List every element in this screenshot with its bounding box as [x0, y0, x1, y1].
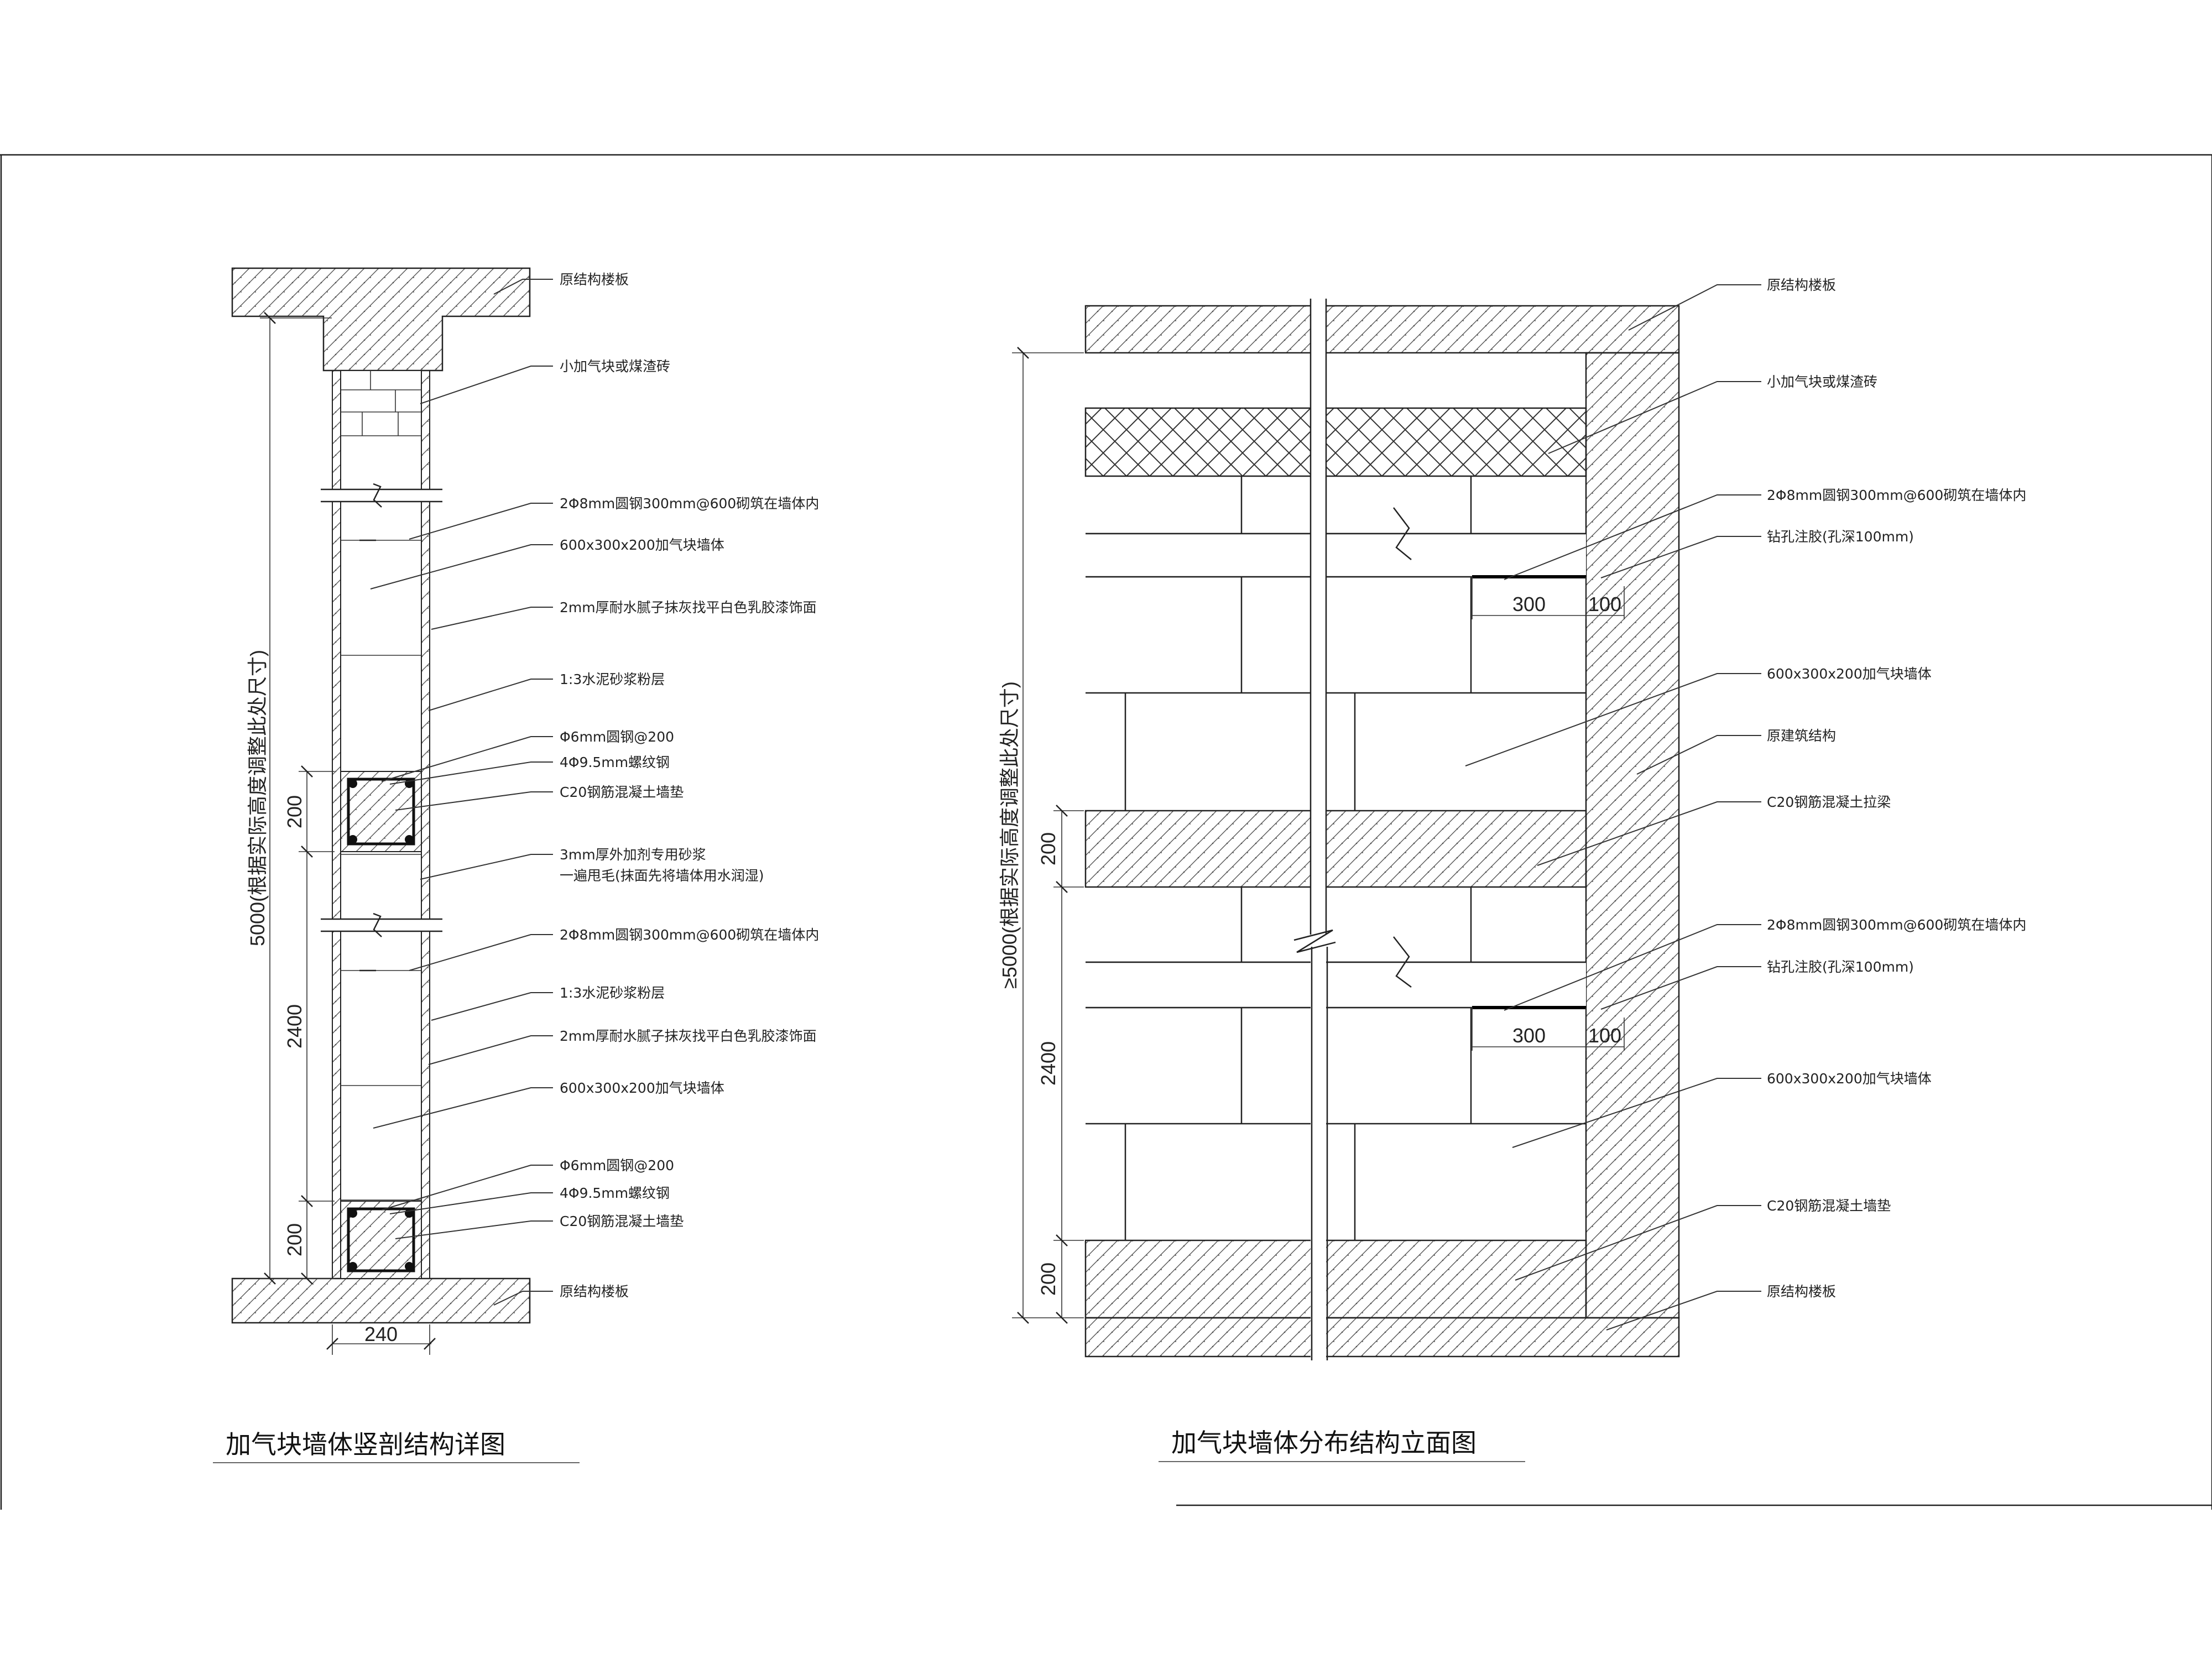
- left-tie-beam: [340, 771, 422, 852]
- left-label-bars-2: 4Φ9.5mm螺纹钢: [560, 1185, 670, 1201]
- left-label-small-block: 小加气块或煤渣砖: [560, 358, 670, 374]
- right-original-structure: [1585, 352, 1680, 1319]
- right-dim-embed-1: 100: [1588, 593, 1621, 615]
- right-elevation-drawing: 300 100 300 100 ≥5000(根据实际高度调整此处尺寸) 200 …: [998, 277, 2026, 1462]
- right-label-drill-1: 钻孔注胶(孔深100mm): [1767, 529, 1914, 545]
- right-break-upper: [1086, 507, 1586, 578]
- left-label-special-mortar-1: 3mm厚外加剂专用砂浆: [560, 847, 706, 863]
- left-dim-total: 5000(根据实际高度调整此处尺寸): [246, 650, 269, 946]
- right-label-block-1: 600x300x200加气块墙体: [1767, 666, 1932, 682]
- left-label-top-slab: 原结构楼板: [560, 272, 629, 288]
- left-label-bed-2: C20钢筋混凝土墙垫: [560, 1213, 684, 1229]
- left-label-block-1: 600x300x200加气块墙体: [560, 537, 724, 553]
- right-vertical-break: [1293, 299, 1336, 1360]
- left-break-lower: [321, 912, 442, 937]
- right-label-bottom-slab: 原结构楼板: [1767, 1284, 1836, 1300]
- right-label-block-2: 600x300x200加气块墙体: [1767, 1071, 1932, 1087]
- left-wall-bed: [340, 1201, 422, 1279]
- left-label-bottom-slab: 原结构楼板: [560, 1284, 629, 1300]
- right-upper-block-courses: [1086, 476, 1586, 811]
- left-leaders: [370, 279, 553, 1306]
- left-label-finish-2: 2mm厚耐水腻子抹灰找平白色乳胶漆饰面: [560, 1028, 817, 1044]
- right-break-lower: [1086, 936, 1586, 1009]
- left-label-stirrup-1: Φ6mm圆钢@200: [560, 729, 674, 745]
- right-anchor-dims: [1472, 577, 1625, 1051]
- right-wall-bed: [1084, 1239, 1587, 1319]
- right-tie-beam: [1084, 810, 1587, 888]
- right-dim-beam: 200: [1037, 832, 1060, 865]
- right-dim-bed: 200: [1037, 1262, 1060, 1296]
- left-dim-span: 2400: [283, 1004, 306, 1048]
- right-dim-span: 2400: [1037, 1041, 1060, 1086]
- left-section-drawing: 5000(根据实际高度调整此处尺寸) 200 2400 200 240: [213, 267, 819, 1463]
- left-label-mortar-2: 1:3水泥砂浆粉层: [560, 985, 665, 1001]
- right-label-small-block: 小加气块或煤渣砖: [1767, 374, 1877, 390]
- right-dim-embed-2: 100: [1588, 1024, 1621, 1047]
- left-label-special-mortar-2: 一遍甩毛(抹面先将墙体用水润湿): [560, 868, 764, 884]
- right-label-drill-2: 钻孔注胶(孔深100mm): [1767, 959, 1914, 975]
- right-label-rebar-1: 2Φ8mm圆钢300mm@600砌筑在墙体内: [1767, 487, 2026, 503]
- right-dim-anchor-1: 300: [1512, 593, 1546, 615]
- left-label-mortar-1: 1:3水泥砂浆粉层: [560, 671, 665, 687]
- left-title: 加气块墙体竖剖结构详图: [226, 1430, 505, 1459]
- right-label-top-slab: 原结构楼板: [1767, 277, 1836, 293]
- left-dim-beam: 200: [283, 795, 306, 828]
- left-top-slab: [231, 267, 531, 372]
- left-break-upper: [321, 483, 442, 508]
- left-label-finish-1: 2mm厚耐水腻子抹灰找平白色乳胶漆饰面: [560, 599, 817, 615]
- right-dimensions: [1012, 347, 1084, 1324]
- left-dimensions: [260, 312, 436, 1355]
- right-label-bed: C20钢筋混凝土墙垫: [1767, 1198, 1891, 1214]
- right-leaders: [1465, 284, 1761, 1331]
- left-dim-width: 240: [364, 1323, 398, 1345]
- right-lower-block-courses: [1086, 887, 1586, 1240]
- left-bottom-slab: [231, 1277, 531, 1324]
- right-small-block-course: [1084, 407, 1587, 477]
- right-bottom-slab: [1084, 1317, 1680, 1358]
- left-label-block-2: 600x300x200加气块墙体: [560, 1080, 724, 1096]
- right-title: 加气块墙体分布结构立面图: [1171, 1428, 1477, 1458]
- left-label-bed-1: C20钢筋混凝土墙垫: [560, 784, 684, 800]
- right-label-structure: 原建筑结构: [1767, 728, 1836, 744]
- right-dim-total: ≥5000(根据实际高度调整此处尺寸): [998, 681, 1021, 989]
- left-label-rebar-2: 2Φ8mm圆钢300mm@600砌筑在墙体内: [560, 927, 819, 943]
- sheet-frame: [0, 154, 2212, 1510]
- right-label-beam: C20钢筋混凝土拉梁: [1767, 794, 1891, 810]
- left-label-bars-1: 4Φ9.5mm螺纹钢: [560, 754, 670, 770]
- left-label-rebar-1: 2Φ8mm圆钢300mm@600砌筑在墙体内: [560, 495, 819, 512]
- left-label-stirrup-2: Φ6mm圆钢@200: [560, 1157, 674, 1173]
- right-label-rebar-2: 2Φ8mm圆钢300mm@600砌筑在墙体内: [1767, 917, 2026, 933]
- right-dim-anchor-2: 300: [1512, 1024, 1546, 1047]
- right-top-slab: [1084, 305, 1680, 354]
- left-small-bricks: [341, 371, 421, 436]
- left-dim-bed: 200: [283, 1223, 306, 1256]
